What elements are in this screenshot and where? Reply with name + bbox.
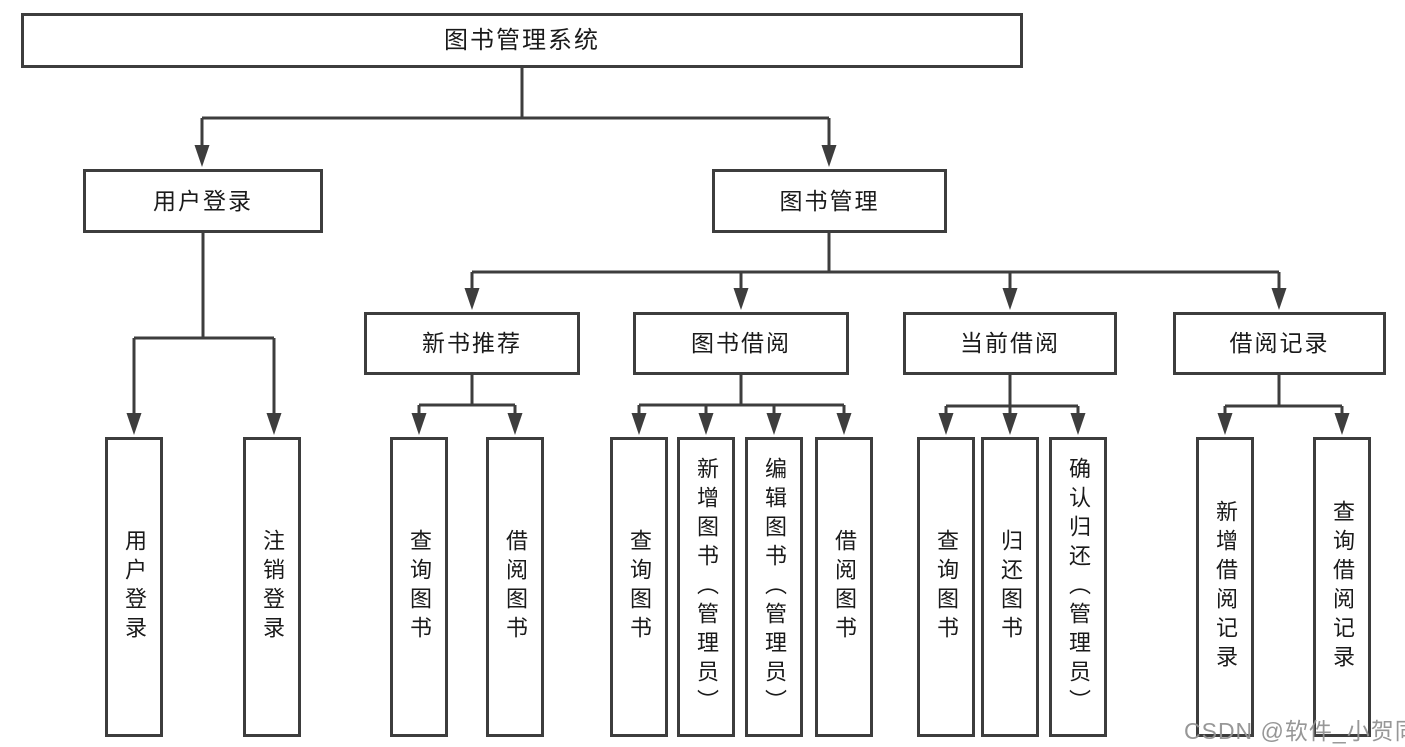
arrowhead [733,288,749,310]
leaf-query-borrow-record: 查询借阅记录 [1313,437,1371,737]
connector-currentborrow-to-leaves [944,375,1080,415]
arrowhead [126,413,142,435]
node-user-login: 用户登录 [83,169,323,233]
arrowhead [821,145,837,167]
node-borrow-records: 借阅记录 [1173,312,1386,375]
arrowhead [194,145,210,167]
leaf-query-books-borrow: 查询图书 [610,437,668,737]
node-book-management: 图书管理 [712,169,947,233]
leaf-add-borrow-record: 新增借阅记录 [1196,437,1254,737]
leaf-logout: 注销登录 [243,437,301,737]
leaf-query-books-current: 查询图书 [917,437,975,737]
arrowhead [507,413,523,435]
connector-userlogin-to-leaves [132,233,276,415]
arrowhead [1217,413,1233,435]
connector-root-to-level2 [200,68,831,147]
leaf-return-books: 归还图书 [981,437,1039,737]
arrowhead [766,413,782,435]
connector-borrowrecords-to-leaves [1223,375,1344,415]
leaf-borrow-books: 借阅图书 [815,437,873,737]
connector-bookmgmt-to-level3 [470,233,1281,290]
arrowhead [1002,288,1018,310]
leaf-query-books-recommend: 查询图书 [390,437,448,737]
csdn-watermark: CSDN @软件_小贺同学 [1184,718,1405,744]
node-new-book-recommend: 新书推荐 [364,312,580,375]
node-library-management-system: 图书管理系统 [21,13,1023,68]
arrowhead [1334,413,1350,435]
arrowhead [631,413,647,435]
node-book-borrow: 图书借阅 [633,312,849,375]
arrowhead [1070,413,1086,435]
leaf-confirm-return-admin: 确认归还（管理员） [1049,437,1107,737]
arrowhead [938,413,954,435]
arrowhead [411,413,427,435]
arrowhead [1271,288,1287,310]
leaf-borrow-books-recommend: 借阅图书 [486,437,544,737]
arrowhead [1002,413,1018,435]
leaf-user-login: 用户登录 [105,437,163,737]
arrowhead [266,413,282,435]
connector-bookborrow-to-leaves [637,375,846,415]
node-current-borrow: 当前借阅 [903,312,1117,375]
leaf-add-book-admin: 新增图书（管理员） [677,437,735,737]
connector-newbook-to-leaves [417,375,517,415]
arrowhead [836,413,852,435]
arrowhead [464,288,480,310]
arrowhead [698,413,714,435]
leaf-edit-book-admin: 编辑图书（管理员） [745,437,803,737]
